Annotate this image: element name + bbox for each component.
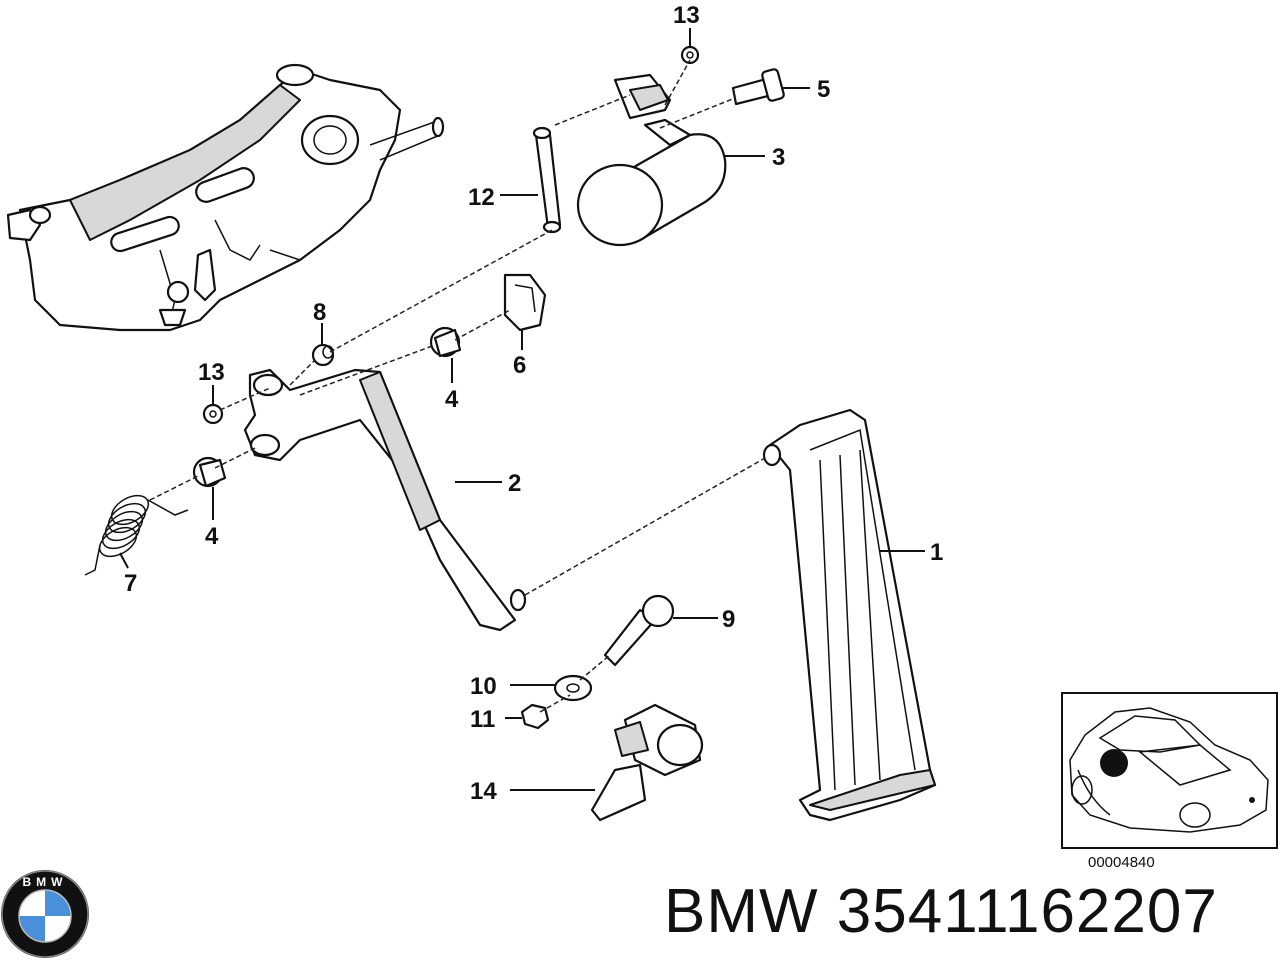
callout-2: 2	[508, 470, 521, 497]
pedal-damper	[576, 73, 727, 247]
bolt	[731, 68, 785, 106]
inset-reference-number: 00004840	[1088, 854, 1155, 871]
callout-4-lower: 4	[205, 523, 219, 550]
bushing-8	[311, 343, 335, 367]
callout-3: 3	[772, 144, 785, 171]
bmw-logo: BMW	[1, 870, 89, 958]
bolt-9	[603, 594, 675, 667]
callout-11: 11	[470, 706, 495, 733]
part-number: 35411162207	[836, 877, 1218, 946]
pedal-bracket	[6, 63, 445, 332]
callout-13-mid: 13	[198, 359, 225, 386]
callout-4-upper: 4	[445, 386, 459, 413]
bushing-4-upper	[429, 326, 462, 358]
pedal-location-marker	[1100, 749, 1128, 777]
clip	[503, 273, 547, 332]
assembly-lines	[149, 59, 766, 713]
callout-labels: 1 2 3 4 4 5 6 7 8 9 10 11 12 13 13 14	[124, 2, 943, 805]
callout-7: 7	[124, 570, 137, 597]
callout-5: 5	[817, 76, 830, 103]
return-spring	[84, 494, 189, 576]
callout-12: 12	[468, 184, 495, 211]
logo-text: BMW	[23, 875, 68, 889]
brand-name: BMW	[664, 877, 819, 946]
nut-mid	[202, 403, 224, 425]
callout-14: 14	[470, 778, 497, 805]
callout-6: 6	[513, 352, 526, 379]
callout-10: 10	[470, 673, 497, 700]
accelerator-pedal	[762, 408, 937, 822]
leader-lines	[119, 28, 925, 791]
washer	[553, 674, 593, 702]
callout-13-top: 13	[673, 2, 700, 29]
part-caption: BMW 35411162207	[664, 876, 1218, 947]
bushing-4-lower	[192, 456, 227, 488]
callout-9: 9	[722, 606, 735, 633]
lever-rod	[532, 126, 562, 234]
callout-8: 8	[313, 299, 326, 326]
pedal-arm	[243, 368, 527, 632]
pedal-stop	[590, 703, 704, 822]
nut-11	[520, 703, 550, 730]
callout-1: 1	[930, 539, 943, 566]
location-inset: 00004840	[1061, 692, 1278, 871]
